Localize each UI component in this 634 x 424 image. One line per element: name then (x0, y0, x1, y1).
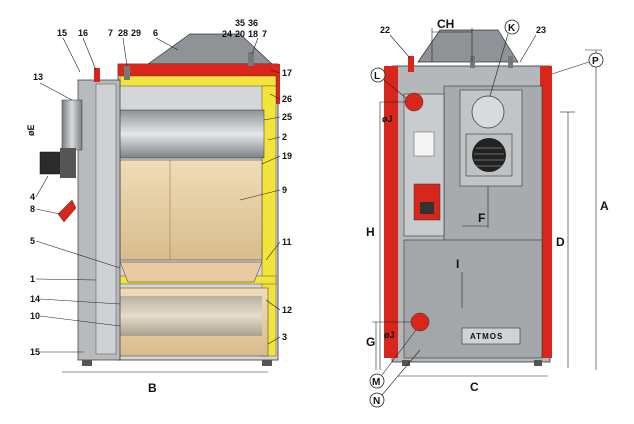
right-top-hood (417, 29, 519, 63)
flue-pipe (61, 99, 83, 151)
circle-n: N (373, 396, 380, 407)
nozzle-plate (119, 261, 263, 283)
callout-24: 24 (222, 29, 232, 39)
callout-22: 22 (380, 25, 390, 35)
right-callout-labels: 22 CH 23 K P L M N øJ F I H D A G øJ C (366, 17, 609, 408)
callout-7b: 7 (262, 29, 267, 39)
yellow-top-frame (119, 75, 277, 87)
callout-23: 23 (536, 25, 546, 35)
right-red-left (384, 66, 398, 358)
dimension-oj-bottom: øJ (384, 330, 395, 340)
callout-6: 6 (153, 28, 158, 38)
dimension-i: I (456, 257, 459, 271)
dimension-b: B (148, 381, 157, 395)
left-leader-lines (35, 37, 281, 353)
callout-35: 35 (235, 18, 245, 28)
callout-10: 10 (30, 311, 40, 321)
callout-29: 29 (131, 28, 141, 38)
callout-9: 9 (282, 185, 287, 195)
callout-8: 8 (30, 204, 35, 214)
callout-16: 16 (78, 28, 88, 38)
callout-15-bottom: 15 (30, 347, 40, 357)
dimension-d: D (556, 235, 565, 249)
valve-l (404, 92, 424, 112)
dimension-ch: CH (437, 17, 454, 31)
dimension-c: C (470, 380, 479, 394)
callout-25: 25 (282, 112, 292, 122)
callout-18: 18 (248, 29, 258, 39)
callout-13: 13 (33, 72, 43, 82)
callout-1: 1 (30, 274, 35, 284)
callout-3: 3 (282, 332, 287, 342)
flue-outlet (471, 95, 505, 129)
top-valve (94, 68, 100, 82)
upper-chamber (119, 159, 263, 261)
dimension-h: H (366, 225, 375, 239)
left-callout-labels: 15 16 7 28 29 6 35 36 24 20 18 7 13 øE 4… (26, 18, 292, 357)
callout-12: 12 (282, 305, 292, 315)
circle-m: M (372, 377, 380, 388)
callout-20: 20 (235, 29, 245, 39)
callout-7a: 7 (108, 28, 113, 38)
left-section-view: B (39, 33, 280, 395)
circle-p: P (592, 56, 599, 67)
right-red-right (540, 66, 552, 358)
dimension-f: F (478, 211, 485, 225)
callout-36: 36 (248, 18, 258, 28)
callout-4: 4 (30, 192, 35, 202)
callout-11: 11 (282, 237, 292, 247)
circle-l: L (374, 71, 380, 82)
callout-28: 28 (118, 28, 128, 38)
lever-handle (57, 199, 77, 223)
top-pipe-22 (408, 56, 414, 72)
callout-17: 17 (282, 68, 292, 78)
callout-14: 14 (30, 294, 40, 304)
callout-15-top: 15 (57, 28, 67, 38)
valve-m (410, 312, 430, 332)
heat-exchanger (117, 109, 265, 159)
brand-plate (461, 327, 521, 345)
right-dimension-lines (372, 28, 602, 377)
callout-2: 2 (282, 132, 287, 142)
callout-19: 19 (282, 151, 292, 161)
callout-5: 5 (30, 236, 35, 246)
brand-plate-text: ATMOS (470, 332, 503, 341)
right-front-view: ATMOS (384, 29, 552, 366)
red-top-insulation (118, 64, 278, 76)
dimension-g: G (366, 335, 375, 349)
circle-k: K (508, 23, 516, 34)
callout-26: 26 (282, 94, 292, 104)
callout-oe: øE (26, 124, 36, 136)
dimension-a: A (600, 199, 609, 213)
fan-grille (472, 138, 506, 172)
dimension-oj-top: øJ (382, 114, 393, 124)
lower-cylinder (120, 296, 262, 336)
